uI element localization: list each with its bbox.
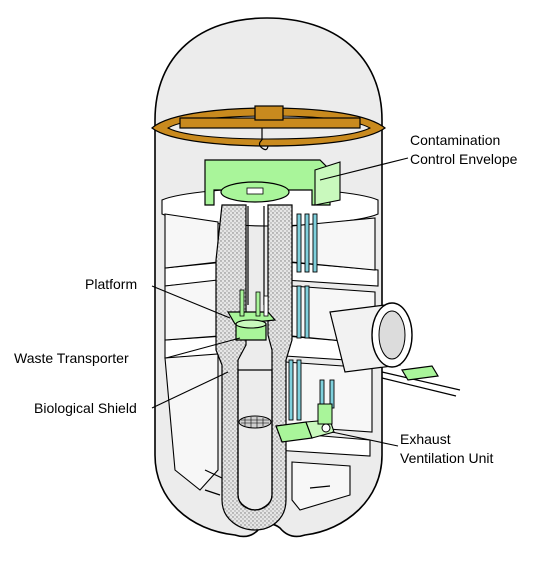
leader-platform (151, 285, 231, 319)
leader-biological-shield (151, 371, 229, 409)
floor-grate (238, 415, 272, 429)
label-exhaust-line1: Exhaust (400, 431, 451, 447)
waste-transporter (235, 319, 267, 341)
leader-exhaust (331, 431, 399, 447)
label-contamination-line2: Control Envelope (410, 151, 518, 167)
exhaust-duct (329, 302, 461, 397)
coolant-pipes (288, 213, 335, 421)
label-waste-transporter: Waste Transporter (14, 350, 129, 366)
label-contamination-line1: Contamination (410, 132, 501, 148)
exhaust-ventilation-unit (275, 403, 335, 443)
label-exhaust-line2: Ventilation Unit (400, 450, 494, 466)
leader-contamination (319, 157, 409, 181)
label-biological-shield: Biological Shield (34, 400, 137, 416)
leader-waste-transporter (165, 337, 241, 359)
overhead-crane (151, 105, 387, 151)
label-platform: Platform (85, 276, 138, 292)
contamination-control-envelope (204, 159, 341, 206)
